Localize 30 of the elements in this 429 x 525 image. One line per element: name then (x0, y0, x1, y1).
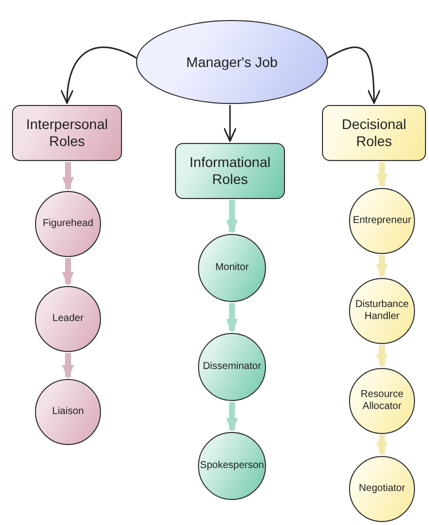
arrow (376, 162, 388, 188)
arrow (376, 345, 388, 368)
node-label: Figurehead (42, 218, 94, 230)
node-label: Interpersonal Roles (25, 116, 109, 150)
arrow (326, 46, 381, 104)
node-label: Leader (52, 313, 84, 325)
arrow (226, 402, 238, 432)
node-label: Manager's Job (186, 54, 278, 70)
arrow (62, 162, 74, 191)
node-label: Negotiator (358, 483, 406, 495)
arrow (376, 255, 388, 278)
arrow (62, 258, 74, 286)
arrow (223, 105, 237, 142)
node-label: Spokesperson (200, 460, 264, 472)
node-label: Disseminator (202, 361, 262, 373)
arrow (60, 46, 138, 104)
arrow (226, 200, 238, 234)
node-label: Liaison (52, 406, 84, 418)
node-label: Resource Allocator (360, 389, 404, 413)
node-label: Entrepreneur (352, 215, 412, 227)
node-label: Monitor (215, 262, 249, 274)
arrow (62, 353, 74, 379)
node-label: Decisional Roles (340, 116, 408, 150)
node-label: Disturbance Handler (354, 299, 410, 323)
role-box (175, 143, 285, 199)
arrow (226, 303, 238, 333)
arrow (376, 435, 388, 456)
node-label: Informational Roles (188, 154, 272, 188)
role-box (12, 105, 122, 161)
role-box (322, 105, 426, 161)
